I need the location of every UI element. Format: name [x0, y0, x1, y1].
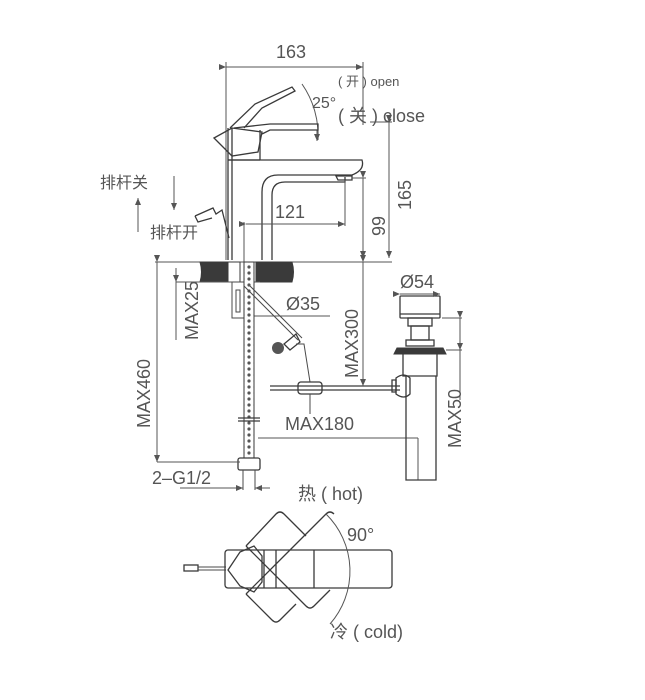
rotation-angle-label: 90° — [347, 525, 374, 545]
close-label: ( 关 ) close — [338, 106, 425, 126]
dim-drain-rod: MAX180 — [258, 414, 419, 480]
hose-length-label: MAX460 — [134, 359, 154, 428]
drain-lever — [194, 207, 230, 239]
spout-height-label: 99 — [369, 216, 389, 236]
dim-inlet-thread: 2–G1/2 — [152, 468, 270, 491]
dim-drain-cap: Ø54 — [393, 272, 440, 297]
top-view — [183, 511, 393, 625]
dim-total-height: 165 — [370, 115, 415, 258]
drain-linkage — [243, 285, 400, 414]
total-height-label: 165 — [395, 180, 415, 210]
overall-length-label: 163 — [276, 42, 306, 62]
spout-reach-label: 121 — [275, 202, 305, 222]
drain-thickness-label: MAX50 — [445, 389, 465, 448]
drain-depth-label: MAX300 — [342, 309, 362, 378]
inlet-thread-label: 2–G1/2 — [152, 468, 211, 488]
handle-angle-label: 25° — [312, 95, 336, 112]
deck-thickness-label: MAX25 — [182, 281, 202, 340]
dim-drain-depth: MAX300 — [342, 255, 366, 386]
handle-angle-arc — [301, 83, 319, 141]
dim-drain-thickness: MAX50 — [442, 311, 465, 448]
lever-close-label: 排杆关 — [100, 173, 148, 192]
drain-cap-label: Ø54 — [400, 272, 434, 292]
drain-rod-label: MAX180 — [285, 414, 354, 434]
popup-drain — [391, 295, 447, 481]
dim-hose-length: MAX460 — [134, 255, 240, 463]
hot-label: 热 ( hot) — [298, 484, 363, 504]
faucet-body — [212, 86, 364, 260]
dim-spout-height: 99 — [352, 171, 389, 258]
hole-diameter-label: Ø35 — [286, 294, 320, 314]
dim-spout-reach: 121 — [239, 180, 346, 262]
lever-open-label: 排杆开 — [150, 223, 198, 242]
open-label: ( 开 ) open — [338, 74, 399, 89]
cold-label: 冷 ( cold) — [330, 622, 403, 642]
hose-nut — [237, 457, 261, 471]
countertop — [199, 261, 294, 283]
dim-deck-thickness: MAX25 — [173, 268, 202, 340]
